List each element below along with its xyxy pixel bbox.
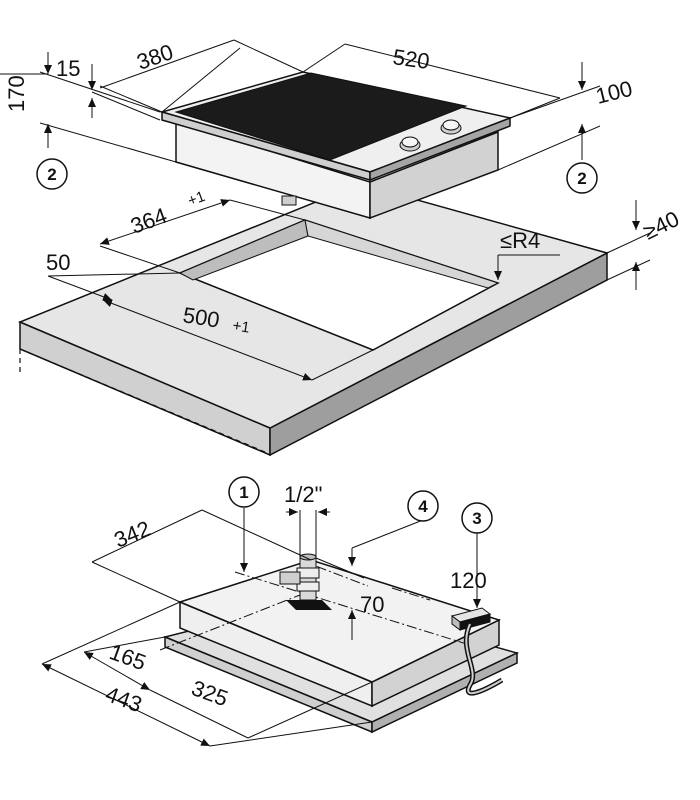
dim-100: 100 — [593, 76, 635, 109]
svg-text:2: 2 — [577, 169, 586, 188]
callout-1: 1 — [228, 476, 260, 508]
control-knob — [440, 119, 462, 135]
hob-bottom-view — [159, 553, 520, 734]
dim-500-tolerance: +1 — [231, 317, 251, 336]
dim-half-inch: 1/2" — [284, 482, 322, 507]
callout-4: 4 — [407, 490, 439, 522]
base-box-top — [177, 559, 502, 683]
svg-text:2: 2 — [47, 165, 56, 184]
gas-connection-fitting — [279, 553, 332, 610]
dim-50: 50 — [46, 250, 70, 275]
dim-364-tolerance: +1 — [186, 188, 208, 210]
dimension-lines-bottom — [41, 508, 481, 747]
dim-165: 165 — [106, 639, 149, 675]
dim-342: 342 — [111, 516, 154, 553]
dim-500: 500 — [181, 302, 221, 332]
hob-frame-right-edge — [369, 116, 511, 182]
svg-text:3: 3 — [472, 509, 481, 528]
dim-min-40: ≥40 — [639, 206, 683, 244]
dim-70: 70 — [360, 592, 384, 617]
callout-2-right: 2 — [566, 162, 598, 194]
worktop — [18, 183, 610, 457]
hob-top-view — [159, 71, 513, 220]
dim-325: 325 — [188, 675, 231, 711]
svg-text:4: 4 — [418, 497, 428, 516]
dim-15: 15 — [56, 56, 80, 81]
dim-443: 443 — [102, 681, 145, 717]
control-knob — [399, 136, 421, 152]
hob-glass-panel — [174, 72, 468, 161]
dim-364: 364 — [127, 203, 170, 239]
callout-3: 3 — [461, 502, 493, 534]
callout-2-left: 2 — [36, 158, 68, 190]
dim-170: 170 — [4, 75, 29, 112]
dim-120: 120 — [450, 568, 487, 593]
frame-right-face — [371, 651, 518, 734]
svg-text:1: 1 — [239, 483, 248, 502]
dim-380: 380 — [133, 39, 176, 75]
dim-520: 520 — [391, 44, 431, 74]
cutout-inner-wall-right — [304, 219, 500, 289]
dimension-lines-top — [0, 39, 651, 381]
gas-connector-stub — [281, 195, 297, 206]
dim-max-r4: ≤R4 — [500, 228, 540, 253]
